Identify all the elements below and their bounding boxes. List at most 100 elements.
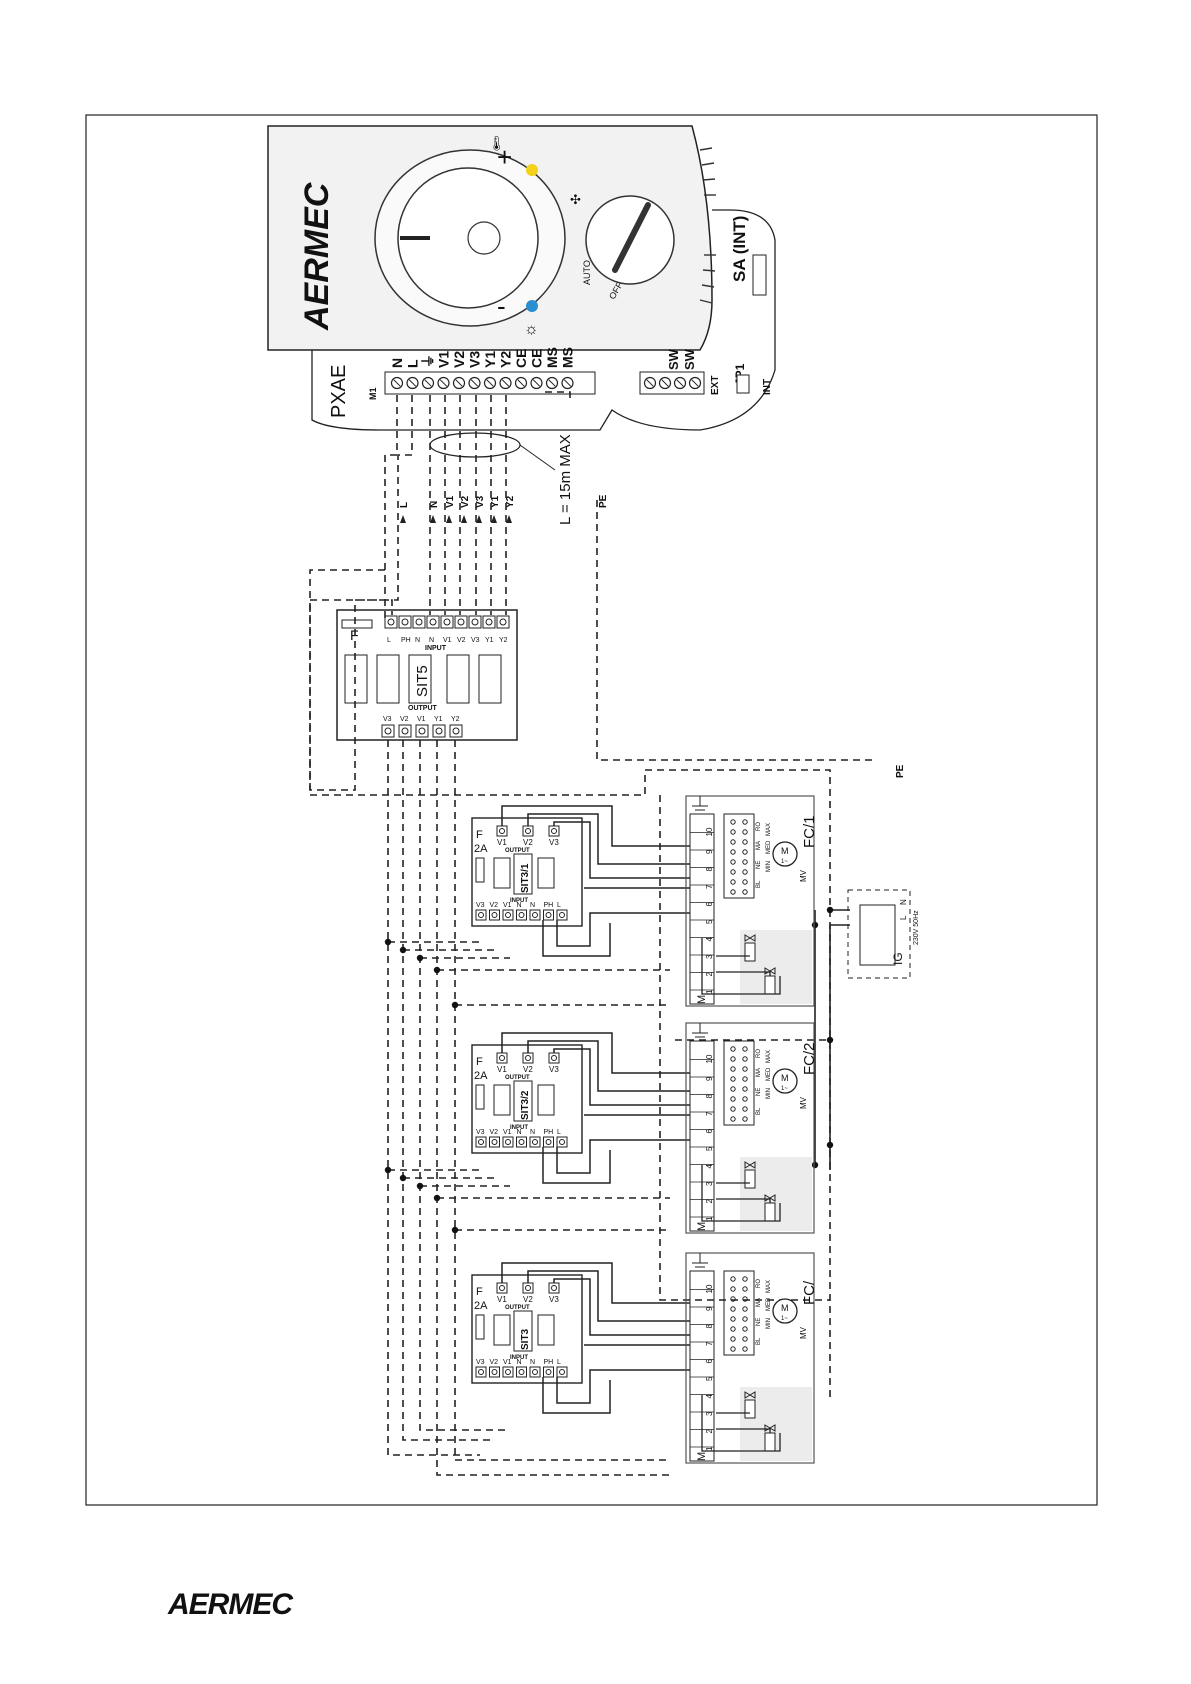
pe-label-right: PE <box>895 764 906 778</box>
sun-icon: ☼ <box>524 321 539 338</box>
sit3-output-label: OUTPUT <box>505 1305 530 1311</box>
fan-icon: ✣ <box>570 192 581 207</box>
controller-terminal-label: N <box>389 358 405 368</box>
sit5-output-terminal-label: V2 <box>400 716 409 723</box>
fan-coil-name: FC/ <box>801 1280 818 1305</box>
wiring-junction <box>811 1161 819 1169</box>
cable-wire-label: Y2 <box>505 495 516 508</box>
sit5-output-label: OUTPUT <box>408 705 438 712</box>
fan-coil-wire-color: BL <box>756 880 762 888</box>
fan-coil-terminal-label: 8 <box>705 867 714 872</box>
sit3-input-terminal-label: L <box>557 1359 561 1366</box>
sit5-input-terminal-label: N <box>415 637 420 644</box>
fan-motor-code: MV <box>799 869 808 882</box>
sit5-output-terminal-label: V3 <box>383 716 392 723</box>
sit3-output-terminal-label: V3 <box>549 1295 559 1304</box>
sensor-symbol <box>752 254 767 296</box>
fan-coil-terminal-label: 8 <box>705 1094 714 1099</box>
fan-coil-terminal-label: 5 <box>705 1146 714 1151</box>
controller-terminal <box>545 376 559 390</box>
wiring-junction <box>416 954 424 962</box>
sit3-input-terminal-label: PH <box>544 1129 554 1136</box>
controller-terminal <box>561 376 574 390</box>
sit3-input-terminal-label: V3 <box>476 1359 485 1366</box>
fan-coil-terminal-block: M <box>696 995 708 1004</box>
pe-label: PE <box>598 494 609 508</box>
sensor-label: SA (INT) <box>730 216 749 282</box>
fan-coil-speed-label: MIN <box>766 1088 772 1099</box>
fan-coil-terminal-label: 4 <box>705 1394 714 1399</box>
fan-coil-speed-label: MIN <box>766 1318 772 1329</box>
fan-coil-terminal-block: M <box>696 1222 708 1231</box>
fan-coil-wire-color: BL <box>756 1337 762 1345</box>
wiring-junction <box>433 1194 441 1202</box>
cable-wire-label: V1 <box>445 495 456 508</box>
controller-terminal <box>514 376 528 390</box>
sit3-input-terminal-label: PH <box>544 902 554 909</box>
wiring-junction <box>826 1141 834 1149</box>
sit5-output-terminal-label: Y1 <box>434 716 443 723</box>
wiring-junction <box>384 1166 392 1174</box>
fan-coil-terminal-label: 1 <box>705 989 714 994</box>
controller-logo: AERMEC <box>298 182 336 331</box>
fan-motor-icon <box>772 1298 798 1324</box>
fan-motor-label: M <box>781 1073 789 1083</box>
fan-coil-terminal-label: 9 <box>705 1306 714 1311</box>
fan-coil-wire-color: MA <box>756 1068 762 1077</box>
fan-coil-terminal-label: 4 <box>705 937 714 942</box>
fan-motor-label: M <box>781 846 789 856</box>
controller-model: PXAE <box>328 365 350 418</box>
sit3-input-label: INPUT <box>510 898 528 904</box>
fan-coil-wire-color: BL <box>756 1107 762 1115</box>
fan-coil-speed-label: MAX <box>766 823 772 836</box>
fan-coil-terminal-label: 5 <box>705 919 714 924</box>
sit3-fuse-rating: 2A <box>474 1070 488 1082</box>
jumper-jp1[interactable] <box>736 374 750 394</box>
cable-wire-label: L <box>399 502 410 508</box>
controller-terminal <box>421 376 435 390</box>
sit3-input-terminal-label: N <box>530 1359 535 1366</box>
controller-terminal-label: MS <box>560 347 576 368</box>
mains-supply-label: 230V 50Hz <box>913 910 920 945</box>
sit3-output-terminal-label: V1 <box>497 1295 507 1304</box>
fan-coil-terminal-label: 8 <box>705 1324 714 1329</box>
controller-terminal-label: CE <box>529 349 545 368</box>
fan-coil-terminal-label: 6 <box>705 1359 714 1364</box>
fan-coil-speed-label: MIN <box>766 861 772 872</box>
sit5-name: SIT5 <box>414 665 431 697</box>
sit3-output-label: OUTPUT <box>505 848 530 854</box>
fan-coil-terminal-label: 3 <box>705 1181 714 1186</box>
fan-coil-terminal-label: 3 <box>705 1411 714 1416</box>
sit3-fuse: F <box>476 1286 483 1298</box>
wiring-junction <box>826 1036 834 1044</box>
controller-terminal <box>483 376 497 390</box>
fan-coil-terminal-label: 6 <box>705 902 714 907</box>
wiring-junction <box>826 906 834 914</box>
fan-motor-code: MV <box>799 1326 808 1339</box>
sit3-input-terminal-label: N <box>530 1129 535 1136</box>
fan-coil-terminal-label: 6 <box>705 1129 714 1134</box>
fan-coil-speed-label: MAX <box>766 1050 772 1063</box>
plus-icon: + <box>497 142 512 172</box>
fan-coil-terminal-label: 9 <box>705 849 714 854</box>
sit5-input-terminal-label: V1 <box>443 637 452 644</box>
aux-sw-1: SW <box>666 348 681 370</box>
aux-terminal <box>673 376 687 390</box>
fan-coil-terminal-label: 4 <box>705 1164 714 1169</box>
footer-logo: AERMEC <box>168 1588 293 1621</box>
sit3-output-terminal-label: V2 <box>523 838 533 847</box>
cable-wire-label: Y1 <box>490 495 501 508</box>
thermometer-icon: 🌡 <box>488 135 506 151</box>
sit3-input-terminal-label: V1 <box>503 1359 512 1366</box>
fan-coil-terminal-label: 2 <box>705 972 714 977</box>
fan-coil-speed-label: MAX <box>766 1280 772 1293</box>
sit3-output-terminal-label: V3 <box>549 1065 559 1074</box>
fan-coil-terminal-label: 2 <box>705 1429 714 1434</box>
fan-coil-speed-label: MED <box>766 1067 772 1081</box>
fan-coil-terminal-label: 5 <box>705 1376 714 1381</box>
controller-pxae: AERMEC + - ☼ 🌡 AUTO OFF ✣ SA (INT) PXAE … <box>267 125 776 431</box>
mains-switch-label: IG <box>891 952 905 965</box>
